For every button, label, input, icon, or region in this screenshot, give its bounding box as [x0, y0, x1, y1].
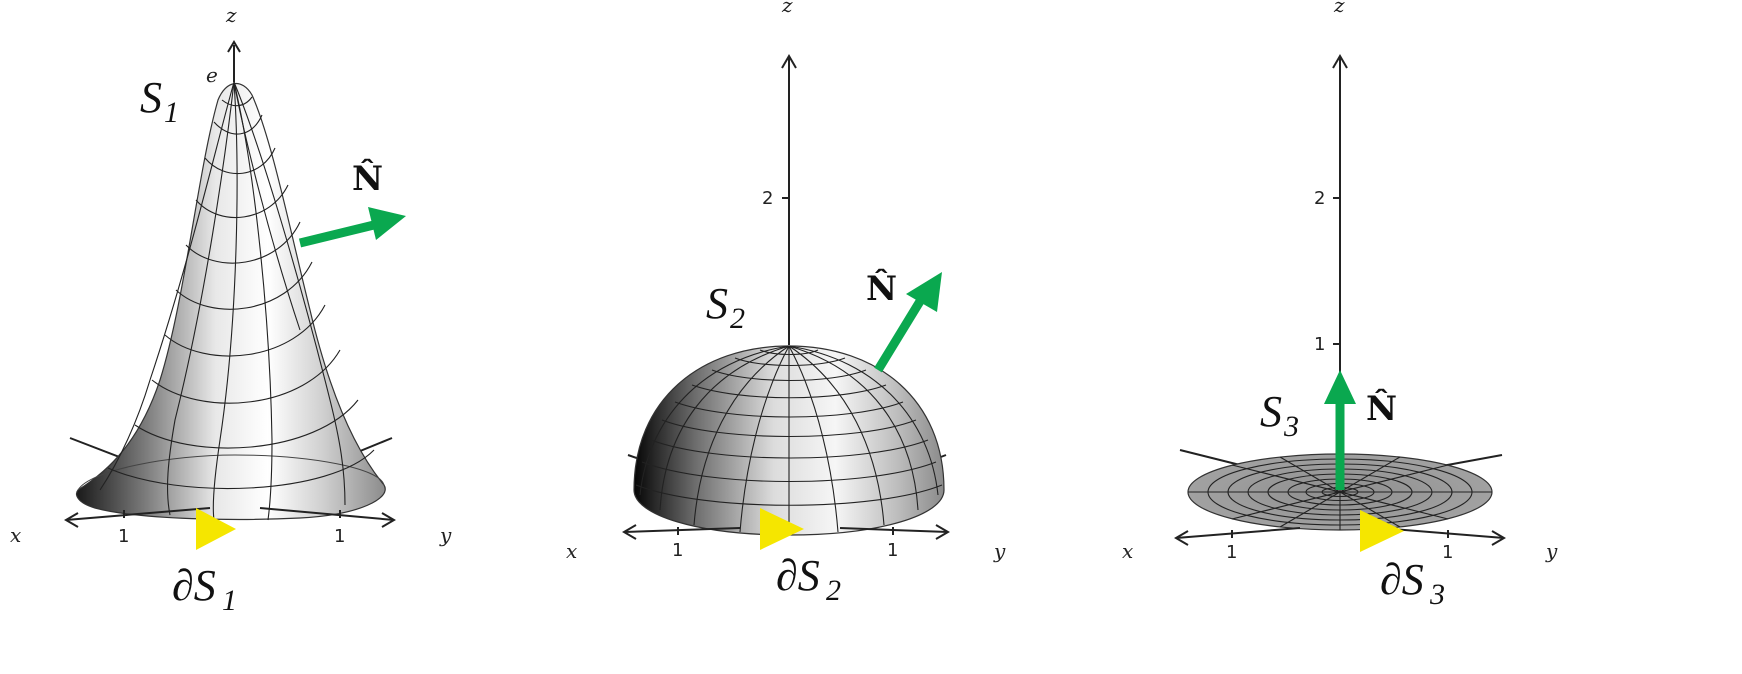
y-tick-label: 1	[1442, 542, 1453, 563]
x-axis-arrowhead	[622, 524, 637, 540]
surface-label-s2: S 2	[706, 279, 745, 335]
surface-s2-mesh	[635, 345, 943, 535]
surface-label-s1: S 1	[140, 73, 179, 129]
surface-s1-base	[77, 454, 385, 491]
orientation-triangle-s1	[196, 508, 236, 550]
panel-1: z x y 1 1 e N̂ S 1 ∂S 1	[10, 3, 452, 617]
orientation-triangle-s2	[760, 508, 804, 550]
x-axis-label: x	[566, 539, 577, 563]
surface-label-s2-main: S	[706, 279, 728, 328]
boundary-label-s2: ∂S 2	[776, 551, 841, 607]
z-axis-arrowhead	[227, 40, 241, 53]
boundary-label-s2-sub: 2	[826, 574, 841, 607]
y-axis-arrowhead	[381, 512, 396, 528]
peak-label: e	[206, 63, 218, 87]
y-axis-front	[259, 507, 395, 521]
x-tick-label: 1	[672, 540, 683, 561]
y-tick-label: 1	[334, 526, 345, 547]
x-axis-label: x	[10, 523, 21, 547]
y-axis-arrowhead	[935, 524, 950, 540]
surface-label-s1-sub: 1	[164, 96, 179, 129]
surface-s1-mesh	[99, 81, 375, 521]
orientation-triangle-s3	[1360, 510, 1404, 552]
surface-label-s1-main: S	[140, 73, 162, 122]
boundary-label-s3-sub: 3	[1429, 578, 1445, 611]
normal-arrow-s3	[1324, 370, 1356, 490]
normal-label-s3: N̂	[1366, 388, 1397, 429]
z-axis-label: z	[781, 0, 793, 17]
x-axis-arrowhead	[64, 512, 79, 528]
normal-arrow-s2	[874, 272, 942, 373]
y-axis-label: y	[439, 523, 452, 547]
boundary-label-s3: ∂S 3	[1380, 555, 1445, 611]
x-axis-label: x	[1122, 539, 1133, 563]
surface-label-s3: S 3	[1260, 387, 1299, 443]
y-axis-label: y	[993, 539, 1006, 563]
surface-label-s3-main: S	[1260, 387, 1282, 436]
z-tick-label-2: 2	[1314, 188, 1325, 209]
surface-label-s2-sub: 2	[730, 302, 745, 335]
x-axis-front	[1175, 527, 1301, 539]
normal-label-s2: N̂	[866, 268, 897, 309]
surface-s1	[75, 83, 386, 521]
boundary-label-s1-main: ∂S	[172, 561, 216, 610]
y-tick-label: 1	[887, 540, 898, 561]
x-axis-front	[623, 527, 741, 533]
y-axis-arrowhead	[1491, 530, 1506, 546]
normal-label-s1: N̂	[352, 158, 383, 199]
surface-label-s3-sub: 3	[1283, 410, 1299, 443]
z-tick-label-1: 1	[1314, 334, 1325, 355]
x-tick-label: 1	[1226, 542, 1237, 563]
normal-arrow-s1	[298, 207, 406, 248]
y-axis-label: y	[1545, 539, 1558, 563]
boundary-label-s3-main: ∂S	[1380, 555, 1424, 604]
x-axis-arrowhead	[1174, 530, 1189, 546]
x-tick-label: 1	[118, 526, 129, 547]
boundary-label-s1: ∂S 1	[172, 561, 237, 617]
z-axis-arrowhead	[1332, 54, 1348, 69]
z-axis-label: z	[225, 3, 237, 27]
x-axis-front	[65, 507, 211, 521]
boundary-label-s2-main: ∂S	[776, 551, 820, 600]
z-tick-label-2: 2	[762, 188, 773, 209]
panel-3: z x y 1 1 2 1 N̂ S 3 ∂S 3	[1122, 0, 1558, 611]
panel-2: z x y 1 1 2 N̂ S 2 ∂S 2	[566, 0, 1006, 607]
boundary-label-s1-sub: 1	[222, 584, 237, 617]
z-axis-label: z	[1333, 0, 1345, 17]
z-axis-arrowhead	[781, 54, 797, 69]
